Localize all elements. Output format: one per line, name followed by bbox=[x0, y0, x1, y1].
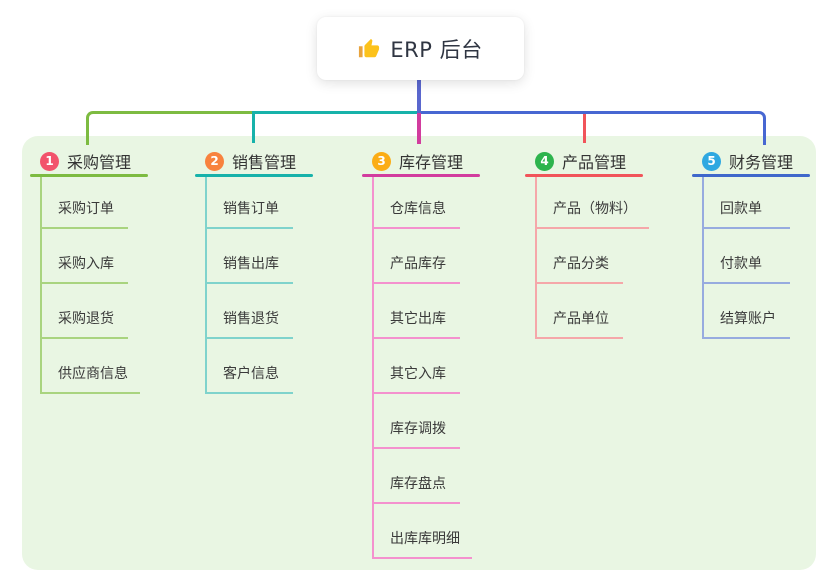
node-sales-return[interactable]: 销售退货 bbox=[207, 284, 293, 339]
node-purchase-order[interactable]: 采购订单 bbox=[42, 177, 128, 229]
branch-title-label: 产品管理 bbox=[562, 153, 627, 172]
branch-underline bbox=[30, 174, 148, 177]
node-product-stock[interactable]: 产品库存 bbox=[374, 229, 460, 284]
node-settlement-account[interactable]: 结算账户 bbox=[704, 284, 790, 339]
branch-number-badge: 3 bbox=[372, 151, 391, 171]
branch-finance: 5 财务管理 回款单 付款单 结算账户 bbox=[692, 148, 810, 339]
branch-purchase: 1 采购管理 采购订单 采购入库 采购退货 供应商信息 bbox=[30, 148, 148, 394]
branch-title-label: 库存管理 bbox=[399, 153, 464, 172]
node-customer-info[interactable]: 客户信息 bbox=[207, 339, 293, 394]
connector-drop-sales bbox=[252, 113, 255, 143]
node-stock-transfer[interactable]: 库存调拨 bbox=[374, 394, 460, 449]
connector-segment-sales bbox=[252, 111, 420, 114]
branch-underline bbox=[195, 174, 313, 177]
node-receipt-doc[interactable]: 回款单 bbox=[704, 177, 790, 229]
node-product-category[interactable]: 产品分类 bbox=[537, 229, 623, 284]
branch-children: 销售订单 销售出库 销售退货 客户信息 bbox=[205, 177, 313, 394]
branch-title-label: 销售管理 bbox=[232, 153, 297, 172]
node-payment-doc[interactable]: 付款单 bbox=[704, 229, 790, 284]
connector-drop-product bbox=[583, 113, 586, 143]
branch-title-label: 采购管理 bbox=[67, 153, 132, 172]
branch-number-badge: 2 bbox=[205, 151, 224, 171]
branch-underline bbox=[362, 174, 480, 177]
root-node-label: ERP 后台 bbox=[390, 37, 483, 62]
node-product-material[interactable]: 产品（物料） bbox=[537, 177, 649, 229]
connector-drop-inventory bbox=[417, 113, 421, 144]
node-stock-count[interactable]: 库存盘点 bbox=[374, 449, 460, 504]
branch-node-finance[interactable]: 5 财务管理 bbox=[692, 148, 810, 174]
node-purchase-return[interactable]: 采购退货 bbox=[42, 284, 128, 339]
branch-node-inventory[interactable]: 3 库存管理 bbox=[362, 148, 480, 174]
branch-number-badge: 1 bbox=[40, 151, 59, 171]
node-other-inbound[interactable]: 其它入库 bbox=[374, 339, 460, 394]
branch-children: 采购订单 采购入库 采购退货 供应商信息 bbox=[40, 177, 148, 394]
branch-children: 回款单 付款单 结算账户 bbox=[702, 177, 810, 339]
branch-children: 仓库信息 产品库存 其它出库 其它入库 库存调拨 库存盘点 出库库明细 bbox=[372, 177, 480, 559]
node-product-unit[interactable]: 产品单位 bbox=[537, 284, 623, 339]
node-sales-order[interactable]: 销售订单 bbox=[207, 177, 293, 229]
branch-sales: 2 销售管理 销售订单 销售出库 销售退货 客户信息 bbox=[195, 148, 313, 394]
branch-node-product[interactable]: 4 产品管理 bbox=[525, 148, 649, 174]
node-supplier-info[interactable]: 供应商信息 bbox=[42, 339, 140, 394]
node-purchase-inbound[interactable]: 采购入库 bbox=[42, 229, 128, 284]
connector-elbow-purchase bbox=[86, 111, 256, 145]
branch-number-badge: 4 bbox=[535, 151, 554, 171]
branch-inventory: 3 库存管理 仓库信息 产品库存 其它出库 其它入库 库存调拨 库存盘点 出库库… bbox=[362, 148, 480, 559]
branch-children: 产品（物料） 产品分类 产品单位 bbox=[535, 177, 649, 339]
node-sales-outbound[interactable]: 销售出库 bbox=[207, 229, 293, 284]
branch-product: 4 产品管理 产品（物料） 产品分类 产品单位 bbox=[525, 148, 649, 339]
branch-panel-background bbox=[22, 136, 816, 570]
node-warehouse-info[interactable]: 仓库信息 bbox=[374, 177, 460, 229]
branch-number-badge: 5 bbox=[702, 151, 721, 171]
branch-underline bbox=[692, 174, 810, 177]
branch-title-label: 财务管理 bbox=[729, 153, 794, 172]
node-outbound-detail[interactable]: 出库库明细 bbox=[374, 504, 472, 559]
branch-node-sales[interactable]: 2 销售管理 bbox=[195, 148, 313, 174]
connector-root-stem bbox=[417, 78, 421, 114]
branch-underline bbox=[525, 174, 643, 177]
connector-elbow-finance bbox=[419, 111, 766, 145]
thumbs-up-icon bbox=[358, 38, 380, 60]
node-other-outbound[interactable]: 其它出库 bbox=[374, 284, 460, 339]
branch-node-purchase[interactable]: 1 采购管理 bbox=[30, 148, 148, 174]
root-node-erp[interactable]: ERP 后台 bbox=[317, 17, 524, 80]
